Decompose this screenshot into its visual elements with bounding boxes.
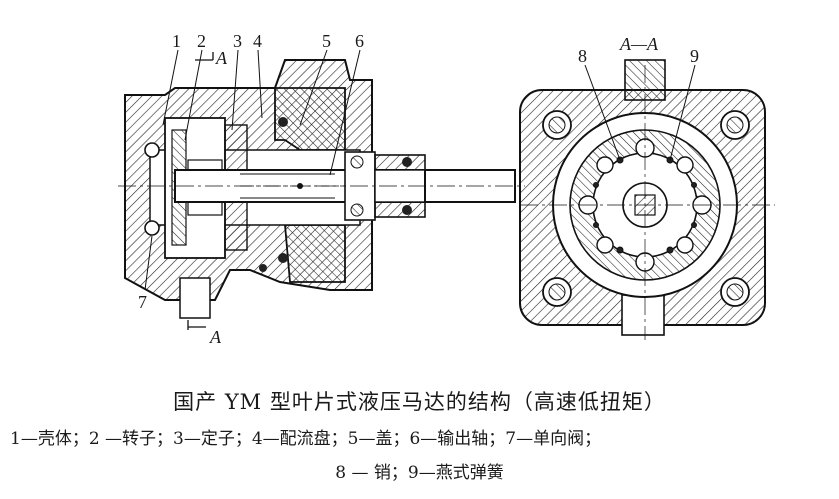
bottom-port	[179, 277, 211, 319]
o-ring	[259, 264, 267, 272]
section-view-title: A—A	[619, 34, 659, 54]
check-valve-upper	[144, 142, 160, 158]
bottom-port-right	[621, 294, 665, 336]
label-1: 1	[172, 31, 181, 51]
label-8: 8	[578, 46, 587, 66]
label-4: 4	[253, 31, 262, 51]
figure-legend-line-2: 8 — 销；9—燕式弹簧	[335, 463, 504, 483]
label-6: 6	[355, 31, 364, 51]
figure-legend-line-1: 1—壳体；2 —转子；3—定子；4—配流盘；5—盖；6—输出轴；7—单向阀；	[10, 429, 602, 449]
cover-lower	[284, 224, 346, 283]
check-valve-lower	[144, 220, 160, 236]
o-ring	[278, 117, 288, 127]
label-9: 9	[690, 46, 699, 66]
section-marker-bottom: A	[209, 327, 222, 347]
label-7: 7	[138, 292, 147, 312]
cross-section-view	[519, 59, 775, 340]
label-2: 2	[197, 31, 206, 51]
section-marker-top: A	[215, 48, 228, 68]
label-5: 5	[322, 31, 331, 51]
longitudinal-section-view	[118, 49, 525, 330]
o-ring	[278, 253, 288, 263]
figure-title: 国产 YM 型叶片式液压马达的结构（高速低扭矩）	[173, 390, 666, 414]
label-3: 3	[233, 31, 242, 51]
